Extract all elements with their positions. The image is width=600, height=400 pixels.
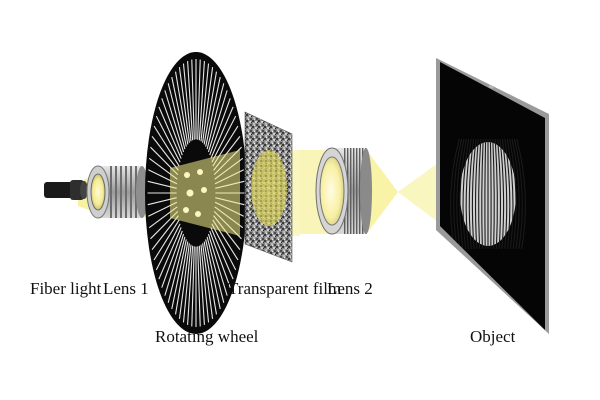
wheel-spoke — [198, 61, 205, 141]
wheel-spoke — [200, 244, 210, 323]
wheel-spoke — [206, 83, 225, 150]
wheel-spoke — [151, 136, 179, 171]
wheel-spoke — [161, 98, 183, 156]
projected-stripe — [456, 138, 465, 250]
lens-2-ridge — [359, 148, 361, 234]
wheel-spoke — [210, 227, 234, 280]
projected-stripe — [504, 138, 511, 250]
wheel-spoke — [187, 245, 194, 325]
transparent-film-label: Transparent film — [228, 279, 342, 298]
wheel-spoke — [153, 125, 180, 167]
transparent-film — [244, 111, 293, 263]
projected-pattern — [450, 138, 526, 250]
wheel-spoke — [167, 236, 186, 303]
wheel-spoke — [207, 233, 228, 296]
lens-1-ridge — [125, 166, 127, 218]
object-label: Object — [470, 327, 516, 346]
wheel-holes — [183, 169, 207, 217]
wheel-spoke — [161, 230, 183, 288]
wheel-spoke — [187, 61, 194, 141]
wheel-spoke — [167, 83, 186, 150]
projected-stripe — [499, 138, 505, 250]
wheel-spoke — [207, 90, 228, 153]
projected-stripe — [465, 138, 472, 250]
wheel-spoke — [178, 67, 190, 143]
wheel-spoke — [203, 71, 218, 145]
wheel-spoke — [174, 241, 189, 315]
wheel-spoke — [209, 230, 231, 288]
lens-1-ridge — [120, 166, 122, 218]
lens-2-label: Lens 2 — [327, 279, 373, 298]
wheel-spoke — [178, 243, 190, 319]
wheel-spoke — [171, 76, 187, 147]
lens-2 — [315, 147, 372, 235]
projected-stripe — [506, 138, 514, 250]
projected-stripe — [481, 138, 484, 250]
projected-stripe — [462, 138, 470, 250]
wheel-spoke — [197, 59, 201, 140]
wheel-spoke — [191, 59, 195, 140]
lens-1-ridge — [130, 166, 132, 218]
wheel-spoke — [182, 244, 192, 323]
lens-1-label: Lens 1 — [103, 279, 149, 298]
wheel-spoke — [205, 239, 221, 310]
projected-stripe — [489, 138, 492, 250]
wheel-spoke — [155, 223, 181, 271]
wheel-spoke — [209, 98, 231, 156]
projected-stripe — [513, 138, 523, 250]
lens-2-ridge — [350, 148, 352, 234]
wheel-spoke — [211, 115, 237, 163]
wheel-spoke — [158, 106, 182, 159]
wheel-spoke — [155, 115, 181, 163]
wheel-spoke — [211, 223, 237, 271]
projected-stripe — [501, 138, 508, 250]
lens-1-ridge — [110, 166, 112, 218]
wheel-spoke — [182, 63, 192, 142]
wheel-spoke — [164, 233, 185, 296]
wheel-spoke — [210, 106, 234, 159]
lens-2-ridge — [353, 148, 355, 234]
projected-stripe — [459, 138, 467, 250]
projected-stripe — [509, 138, 517, 250]
lens-1 — [86, 165, 148, 219]
fiber-light — [44, 180, 88, 200]
lens-1-ridge — [115, 166, 117, 218]
rotating-wheel-label: Rotating wheel — [155, 327, 259, 346]
wheel-spoke — [203, 241, 218, 315]
rotating-wheel — [145, 52, 247, 334]
wheel-spoke — [171, 239, 187, 310]
wheel-spoke — [153, 219, 180, 261]
projected-stripe — [471, 138, 477, 250]
projected-stripe — [484, 138, 487, 250]
projected-stripe — [453, 138, 463, 250]
object-screen — [436, 58, 549, 334]
projected-stripe — [497, 138, 502, 250]
projected-stripe — [494, 138, 498, 250]
projected-stripe — [492, 138, 495, 250]
wheel-spoke — [158, 227, 182, 280]
wheel-spoke — [202, 67, 214, 143]
wheel-spoke — [151, 215, 179, 250]
fiber-light-label: Fiber light — [30, 279, 102, 298]
wheel-spoke — [202, 243, 214, 319]
wheel-spoke — [205, 76, 221, 147]
wheel-spoke — [191, 246, 195, 327]
projected-stripe — [511, 138, 520, 250]
projected-stripe — [468, 138, 475, 250]
wheel-spoke — [200, 63, 210, 142]
projected-stripe — [478, 138, 482, 250]
wheel-spoke — [164, 90, 185, 153]
wheel-spoke — [198, 245, 205, 325]
wheel-spoke — [206, 236, 225, 303]
projected-stripe — [516, 138, 526, 250]
projected-stripe — [474, 138, 479, 250]
projected-stripe — [450, 138, 460, 250]
wheel-spoke — [197, 246, 201, 327]
wheel-spoke — [174, 71, 189, 145]
lens-2-ridge — [356, 148, 358, 234]
